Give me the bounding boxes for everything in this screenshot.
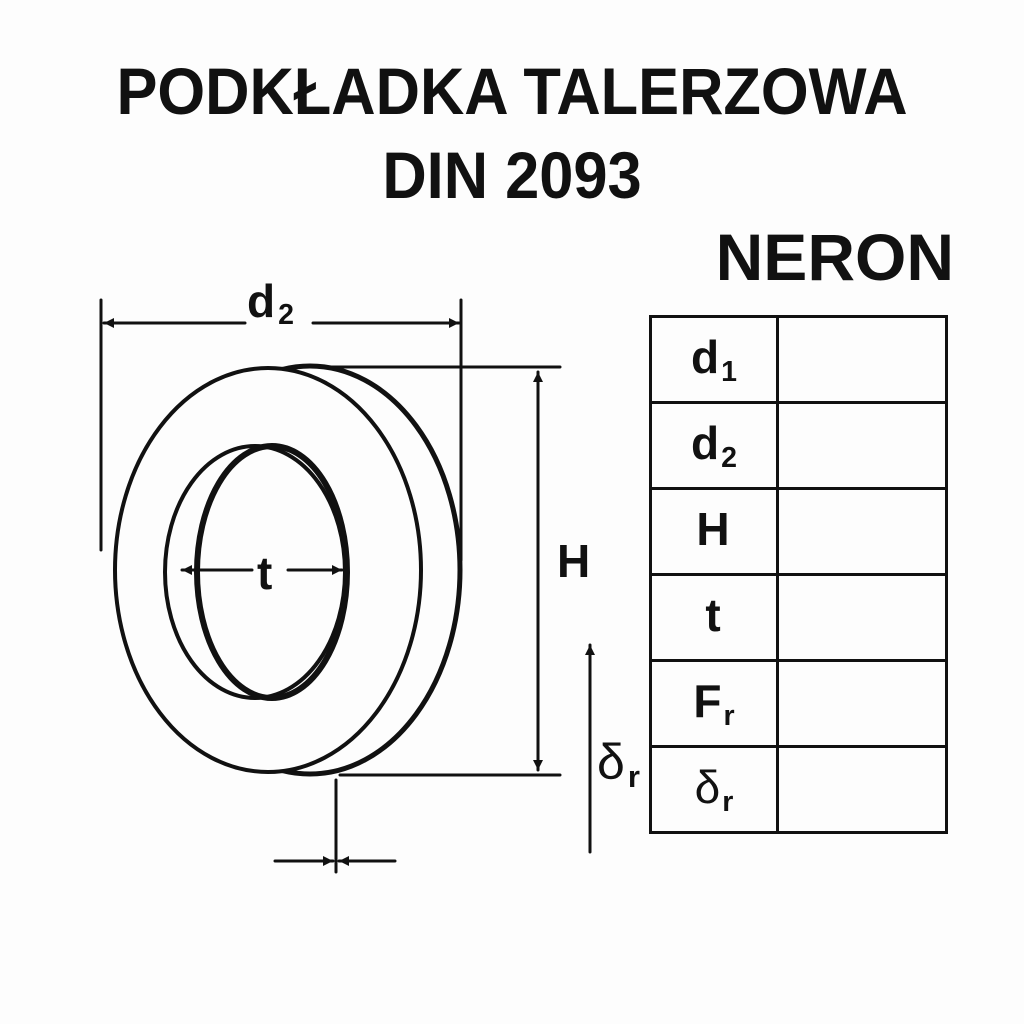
symbol-cell-delta-r: δr [649,745,779,834]
value-cell-d2[interactable] [776,401,948,490]
value-cell-h[interactable] [776,487,948,576]
table-row: Fr [649,659,948,748]
symbol-cell-d2: d2 [649,401,779,490]
value-cell-d1[interactable] [776,315,948,404]
washer-outer-edge [113,366,423,774]
delta-r-dimension-label: δr [597,734,640,794]
value-cell-fr[interactable] [776,659,948,748]
symbol-cell-d1: d1 [649,315,779,404]
symbol-cell-t: t [649,573,779,662]
value-cell-t[interactable] [776,573,948,662]
table-row: d1 [649,315,948,404]
table-row: H [649,487,948,576]
table-row: t [649,573,948,662]
symbol-cell-h: H [649,487,779,576]
table-row: d2 [649,401,948,490]
washer-inner-bevel [194,443,350,701]
symbol-cell-fr: Fr [649,659,779,748]
t-dimension-label: t [257,547,273,599]
brand-name: NERON [715,220,954,294]
h-dimension-label: H [557,535,591,587]
title-line-2: DIN 2093 [382,138,642,212]
title-line-1: PODKŁADKA TALERZOWA [116,54,908,128]
value-cell-delta-r[interactable] [776,745,948,834]
table-row: δr [649,745,948,834]
spec-table: d1 d2 H t Fr δr [649,315,948,834]
